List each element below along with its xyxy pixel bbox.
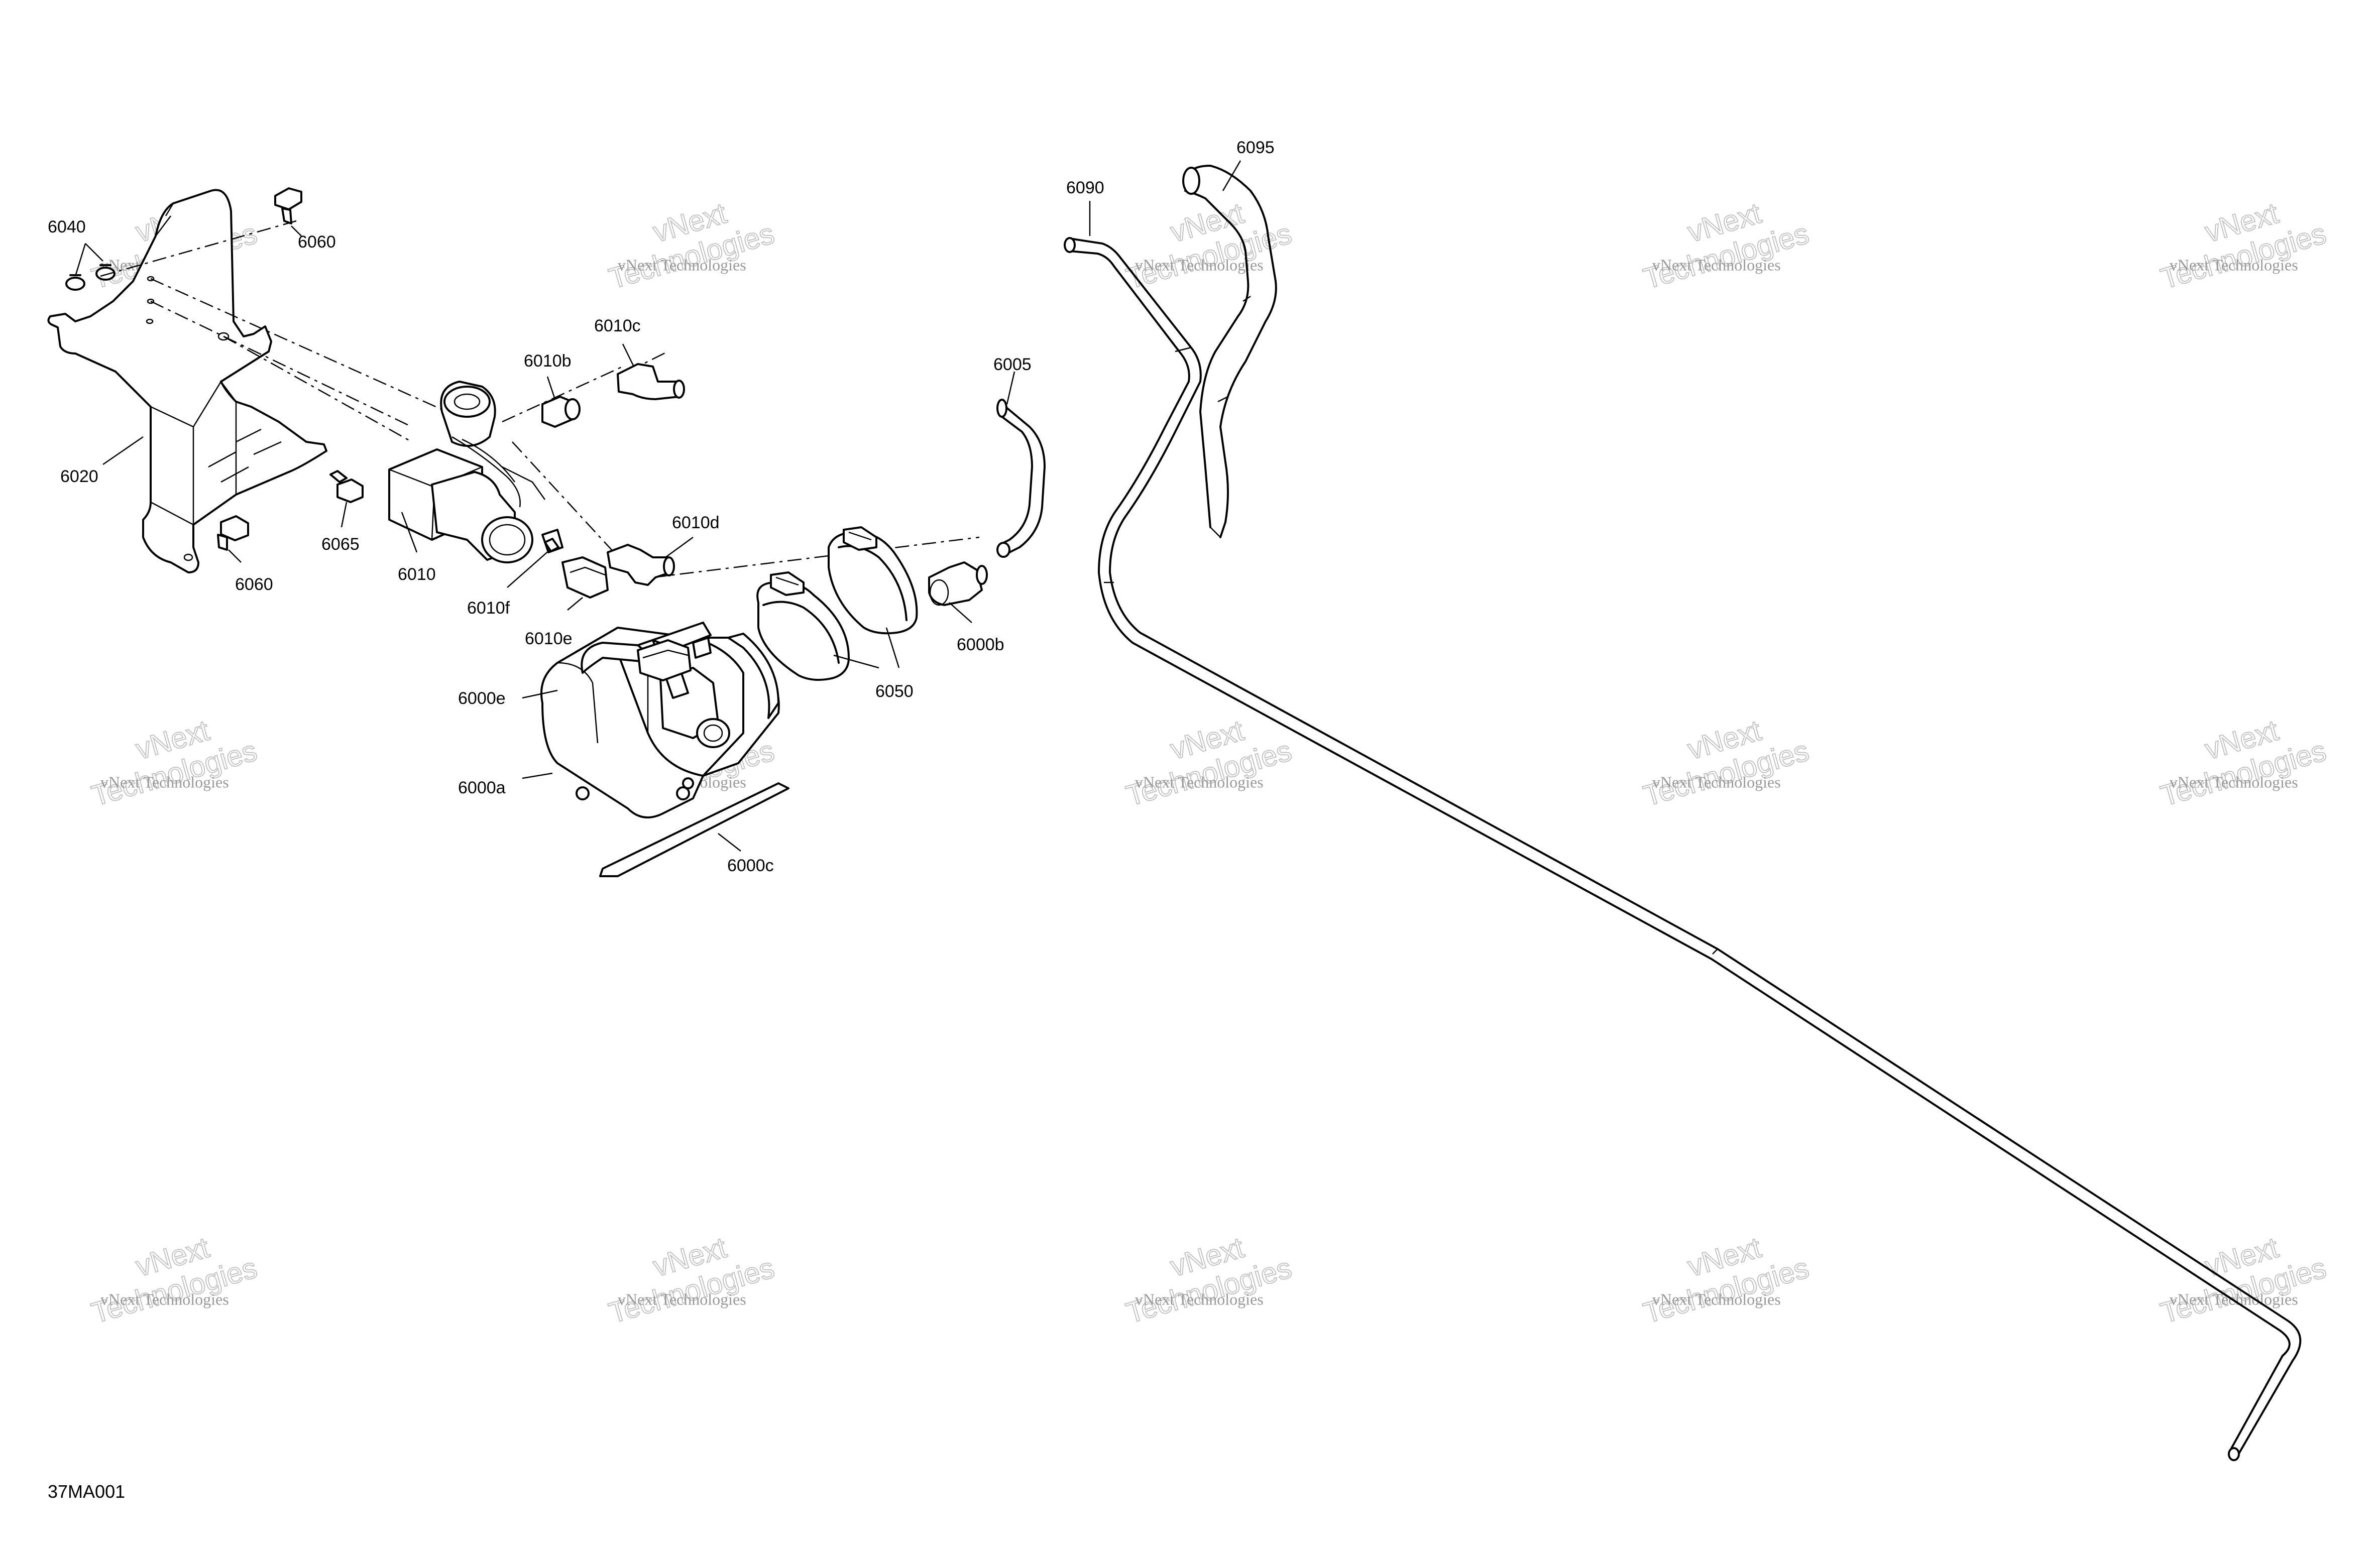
- callout-6000a: 6000a: [458, 778, 506, 797]
- callout-6060: 6060: [235, 575, 273, 594]
- elbow-6010c: [617, 363, 685, 400]
- bolt-6060-top: [274, 187, 302, 224]
- callout-6010b: 6010b: [524, 351, 572, 371]
- callout-6000e: 6000e: [458, 689, 506, 708]
- watermark-text: vNext Technologies: [2170, 256, 2298, 274]
- watermark-text: vNext Technologies: [1652, 256, 1781, 274]
- watermark-text: vNext Technologies: [1135, 773, 1264, 791]
- watermark-text: vNext Technologies: [1135, 1290, 1264, 1308]
- callout-labels: 6040 6060 6020 6060 6065 6010 6010b 6010…: [48, 138, 1275, 875]
- callout-6010: 6010: [398, 565, 436, 584]
- watermark-text: vNext Technologies: [1652, 773, 1781, 791]
- callout-6000b: 6000b: [957, 635, 1004, 654]
- solenoid-valve: [388, 381, 563, 563]
- pump-assembly: [540, 622, 780, 818]
- gasket-6000c: [599, 782, 789, 877]
- fitting-6000b: [928, 561, 988, 606]
- callout-6005: 6005: [993, 355, 1032, 374]
- callout-6010e: 6010e: [525, 629, 573, 648]
- clamp-6050-a: [756, 571, 850, 681]
- elbow-6010d: [607, 544, 675, 586]
- watermark-text: vNext Technologies: [618, 1290, 746, 1308]
- terminal-6010f: [544, 538, 559, 552]
- callout-6065: 6065: [321, 535, 360, 554]
- connector-6010e: [561, 556, 609, 599]
- bolt-6060: [217, 515, 249, 551]
- screw-6040-a: [65, 274, 85, 291]
- watermark-text: vNext Technologies: [618, 256, 746, 274]
- watermark-text: vNext Technologies: [100, 773, 229, 791]
- watermark-text: vNext Technologies: [100, 1290, 229, 1308]
- watermark-text: vNext Technologies: [1652, 1290, 1781, 1308]
- callout-6010c: 6010c: [594, 316, 641, 335]
- callout-6050: 6050: [875, 682, 914, 701]
- clamp-6050-b: [828, 526, 918, 635]
- figure-code: 37MA001: [48, 1481, 125, 1502]
- leader-lines: [74, 160, 1241, 852]
- watermark-text: vNext Technologies: [2170, 773, 2298, 791]
- callout-6010d: 6010d: [672, 513, 720, 532]
- callout-6090: 6090: [1066, 178, 1104, 197]
- mounting-bracket: [47, 189, 327, 573]
- callout-6060-top: 6060: [298, 232, 336, 252]
- callout-6040: 6040: [48, 217, 86, 236]
- watermark-text: vNext Technologies: [1135, 256, 1264, 274]
- hose-6095: [1182, 165, 1277, 538]
- fitting-6010b: [541, 396, 581, 428]
- callout-6010f: 6010f: [467, 599, 510, 618]
- bolt-6065: [329, 470, 364, 503]
- callout-6095: 6095: [1236, 138, 1275, 157]
- callout-6020: 6020: [60, 467, 98, 486]
- pump-connector-6000e: [637, 637, 712, 681]
- hose-6005: [996, 399, 1046, 558]
- callout-6000c: 6000c: [727, 856, 774, 875]
- hose-6090: [1064, 237, 2302, 1461]
